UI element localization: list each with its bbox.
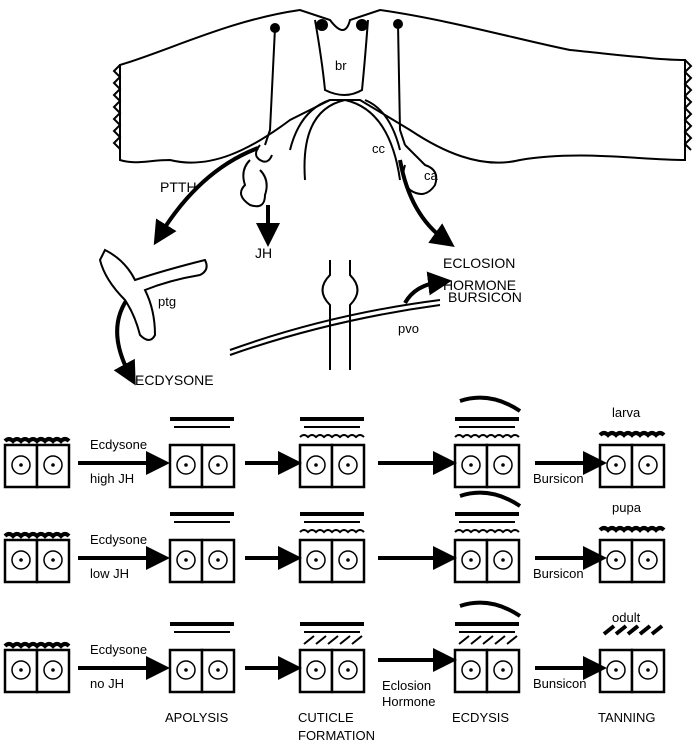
label-eclosion-hormone-2: HORMONE — [443, 277, 516, 293]
row-jh-label: low JH — [90, 566, 129, 581]
label-eclosion-hormone-1: ECLOSION — [443, 255, 515, 271]
prothoracic-gland — [98, 248, 208, 341]
epidermis-cells — [598, 526, 666, 584]
row-hormone-label: Ecdysone — [90, 532, 147, 547]
step-tanning: TANNING — [598, 710, 656, 725]
step-ecdysis: ECDYSIS — [452, 710, 509, 725]
row-bursicon-label: Bursicon — [533, 566, 584, 581]
label-ptg: ptg — [158, 294, 176, 309]
epidermis-cells — [453, 490, 522, 584]
step-cuticle-2: FORMATION — [298, 728, 375, 743]
epidermis-cells — [3, 437, 71, 489]
epidermis-cells — [598, 431, 666, 489]
epidermis-cells — [298, 512, 366, 584]
cell-row-3: Ecdysone no JH Bunsicon odult — [3, 600, 666, 694]
epidermis-cells — [453, 600, 522, 694]
row-jh-label: no JH — [90, 676, 124, 691]
label-br: br — [335, 58, 347, 73]
label-ptth: PTTH — [160, 179, 197, 195]
cell-row-2: Ecdysone low JH Bursicon pupa — [3, 490, 666, 584]
epidermis-cells — [453, 395, 522, 489]
cell-row-1: Ecdysone high JH Bursicon larva — [3, 395, 666, 489]
nerve-cord — [229, 260, 441, 370]
epidermis-cells — [3, 532, 71, 584]
label-cc: cc — [372, 141, 386, 156]
epidermis-cells — [298, 417, 366, 489]
epidermis-cells — [3, 642, 71, 694]
label-pvo: pvo — [398, 321, 419, 336]
label-ca: ca — [424, 168, 439, 183]
label-ecdysone: ECDYSONE — [135, 372, 214, 388]
row-hormone-label: Ecdysone — [90, 437, 147, 452]
epidermis-cells — [298, 622, 366, 694]
row-stage-label: pupa — [612, 500, 642, 515]
label-jh: JH — [255, 245, 272, 261]
row-bursicon-label: Bunsicon — [533, 676, 586, 691]
eclosion-arrow-label-1: Eclosion — [382, 678, 431, 693]
brain-illustration: br cc ca — [112, 8, 693, 208]
row-jh-label: high JH — [90, 471, 134, 486]
step-cuticle-1: CUTICLE — [298, 710, 354, 725]
step-apolysis: APOLYSIS — [165, 710, 229, 725]
eclosion-arrow-label-2: Hormone — [382, 694, 435, 709]
row-stage-label: larva — [612, 405, 641, 420]
row-bursicon-label: Bursicon — [533, 471, 584, 486]
label-bursicon: BURSICON — [448, 289, 522, 305]
epidermis-cells — [168, 622, 236, 694]
epidermis-cells — [168, 417, 236, 489]
row-hormone-label: Ecdysone — [90, 642, 147, 657]
row-stage-label: odult — [612, 610, 641, 625]
epidermis-cells — [598, 624, 666, 694]
epidermis-cells — [168, 512, 236, 584]
